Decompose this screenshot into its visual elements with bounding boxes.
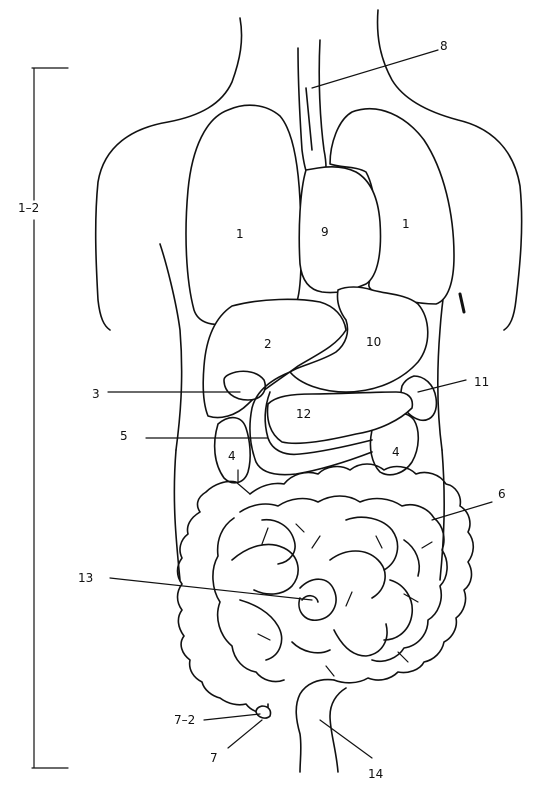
esophagus xyxy=(298,40,326,176)
label-spleen: 11 xyxy=(474,375,489,389)
colon xyxy=(178,464,474,713)
small-intestine xyxy=(232,517,432,676)
label-lung-left: 1 xyxy=(236,227,244,241)
heart xyxy=(299,167,380,293)
label-pancreas: 12 xyxy=(296,407,311,421)
lung-left xyxy=(186,105,301,324)
label-range: 1–2 xyxy=(18,201,39,215)
label-esophagus: 8 xyxy=(440,39,448,53)
label-stomach: 10 xyxy=(366,335,381,349)
label-appendix-tip: 7–2 xyxy=(174,713,195,727)
label-duodenum: 5 xyxy=(120,429,128,443)
label-gallbladder: 3 xyxy=(92,387,100,401)
label-small-intestine: 13 xyxy=(78,571,93,585)
label-appendix: 7 xyxy=(210,751,218,765)
label-liver: 2 xyxy=(264,337,272,351)
body-outline xyxy=(96,10,522,580)
label-lung-right: 1 xyxy=(402,217,410,231)
label-kidney-right: 4 xyxy=(392,445,400,459)
label-heart: 9 xyxy=(321,225,329,239)
label-colon: 6 xyxy=(498,487,506,501)
range-bracket: 1–2 xyxy=(18,68,68,768)
label-rectum: 14 xyxy=(368,767,383,781)
appendix xyxy=(256,706,271,718)
label-kidney-left: 4 xyxy=(228,449,236,463)
